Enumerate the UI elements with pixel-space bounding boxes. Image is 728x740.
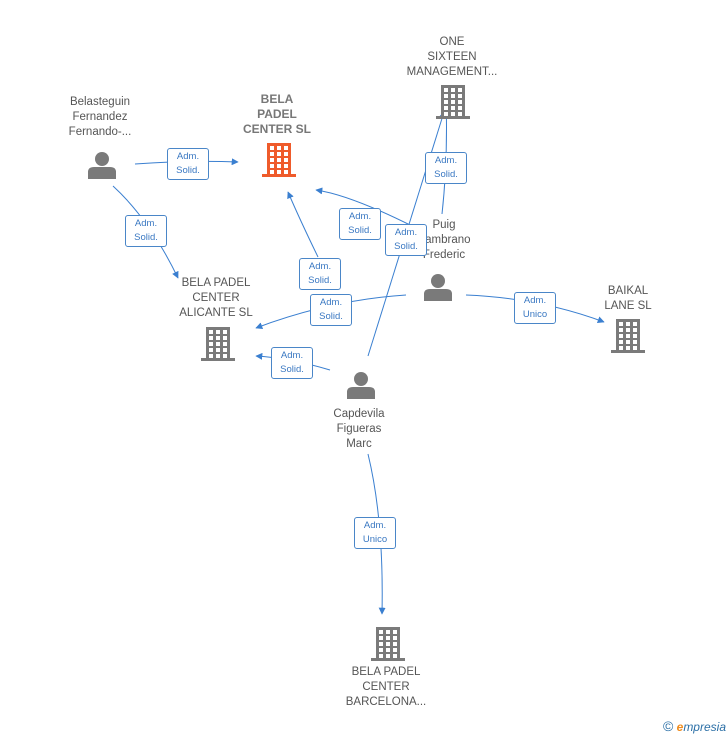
node-label-belasteguin[interactable]: Belasteguin Fernandez Fernando-... [68, 96, 132, 138]
edge-role-line1: Adm. [434, 155, 458, 166]
building-icon-bela_alicante[interactable] [201, 327, 235, 361]
building-icon-bela_padel_center[interactable] [262, 143, 296, 177]
edge-role-line1: Adm. [394, 227, 418, 238]
edge-label-puig-to-bela_padel_center[interactable]: Adm. Solid. [339, 208, 381, 240]
node-label-bela_padel_center[interactable]: BELA PADEL CENTER SL [242, 92, 311, 136]
node-label-one_sixteen[interactable]: ONE SIXTEEN MANAGEMENT... [406, 36, 498, 78]
edge-role-line1: Adm. [523, 295, 547, 306]
edge-label-puig-to-one_sixteen[interactable]: Adm. Solid. [425, 152, 467, 184]
copyright-icon: © [662, 718, 674, 734]
edge-label-belasteguin-to-bela_alicante[interactable]: Adm. Solid. [125, 215, 167, 247]
edge-label-puig-to-bela_alicante[interactable]: Adm. Solid. [310, 294, 352, 326]
edge-label-belasteguin-to-bela_padel_center[interactable]: Adm. Solid. [167, 148, 209, 180]
node-label-baikal[interactable]: BAIKAL LANE SL [604, 285, 652, 312]
building-icon-baikal[interactable] [611, 319, 645, 353]
edge-role-line1: Adm. [319, 297, 343, 308]
node-label-puig[interactable]: Puig Sambrano Frederic [417, 219, 471, 261]
person-icon-puig[interactable] [424, 274, 452, 301]
edge-role-line1: Adm. [308, 261, 332, 272]
edge-role-line2: Solid. [394, 241, 418, 252]
building-icon-bela_barcelona[interactable] [371, 627, 405, 661]
edge-role-line2: Solid. [134, 232, 158, 243]
edge-role-line2: Solid. [280, 364, 304, 375]
brand-logo-text: mpresia [683, 720, 726, 734]
icons-layer [88, 85, 645, 661]
edge-role-line1: Adm. [348, 211, 372, 222]
person-icon-belasteguin[interactable] [88, 152, 116, 179]
edge-role-line1: Adm. [363, 520, 387, 531]
edge-role-line2: Solid. [434, 169, 458, 180]
edge-capdevila-to-bela_padel_center [287, 191, 319, 258]
edge-role-line1: Adm. [280, 350, 304, 361]
edge-label-puig-to-baikal[interactable]: Adm. Unico [514, 292, 556, 324]
building-icon-one_sixteen[interactable] [436, 85, 470, 119]
brand-logo-initial: e [676, 720, 684, 734]
node-label-capdevila[interactable]: Capdevila Figueras Marc [333, 408, 385, 450]
edge-role-line2: Solid. [348, 225, 372, 236]
node-label-bela_alicante[interactable]: BELA PADEL CENTER ALICANTE SL [179, 277, 253, 319]
edge-role-line2: Unico [522, 309, 548, 320]
edge-role-line2: Solid. [176, 165, 200, 176]
edge-label-capdevila-to-one_sixteen[interactable]: Adm. Solid. [385, 224, 427, 256]
edge-label-capdevila-to-bela_barcelona[interactable]: Adm. Unico [354, 517, 396, 549]
edge-role-line1: Adm. [134, 218, 158, 229]
edge-role-line2: Solid. [319, 311, 343, 322]
node-label-bela_barcelona[interactable]: BELA PADEL CENTER BARCELONA... [345, 666, 427, 708]
edge-role-line1: Adm. [176, 151, 200, 162]
edge-label-capdevila-to-bela_alicante[interactable]: Adm. Solid. [271, 347, 313, 379]
edge-label-capdevila-to-bela_padel_center[interactable]: Adm. Solid. [299, 258, 341, 290]
edge-role-line2: Unico [362, 534, 388, 545]
person-icon-capdevila[interactable] [347, 372, 375, 399]
edge-puig-to-bela_padel_center [315, 187, 413, 227]
brand-footer[interactable]: © empresia [663, 718, 726, 734]
edge-role-line2: Solid. [308, 275, 332, 286]
